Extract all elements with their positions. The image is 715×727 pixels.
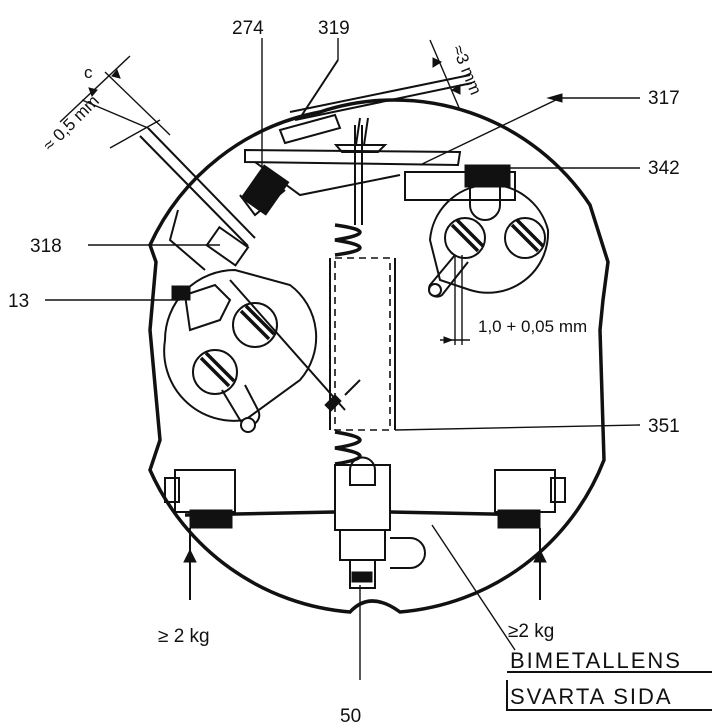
housing-outline — [148, 98, 610, 614]
label-13: 13 — [8, 291, 29, 312]
note-line2: SVARTA SIDA — [510, 684, 673, 709]
label-c: c — [84, 63, 93, 82]
label-318: 318 — [30, 236, 62, 257]
bottom-bar-assembly — [164, 469, 566, 560]
right-terminal-block — [404, 164, 550, 298]
note-box — [506, 680, 712, 711]
label-274: 274 — [232, 18, 264, 39]
label-force-left: ≥ 2 kg — [158, 626, 210, 647]
label-351: 351 — [648, 416, 680, 437]
dimension-3mm — [289, 39, 473, 121]
force-arrow-right — [533, 548, 547, 600]
label-342: 342 — [648, 158, 680, 179]
force-arrow-left — [183, 548, 197, 600]
leader-351 — [394, 424, 641, 431]
dimension-c — [59, 55, 171, 149]
label-319: 319 — [318, 18, 350, 39]
dimension-1mm — [440, 255, 470, 345]
note-line1: BIMETALLENS — [510, 648, 682, 673]
adjustment-rod — [139, 127, 361, 412]
label-1mm: 1,0 + 0,05 mm — [478, 317, 587, 336]
label-force-right: ≥2 kg — [508, 621, 554, 642]
spring-column — [329, 125, 426, 589]
label-317: 317 — [648, 88, 680, 109]
leader-note — [431, 524, 516, 651]
arrow-317 — [546, 93, 563, 103]
left-terminal-block — [163, 268, 318, 433]
label-05mm: ≈ 0,5 mm — [39, 91, 102, 154]
label-50: 50 — [340, 706, 361, 727]
